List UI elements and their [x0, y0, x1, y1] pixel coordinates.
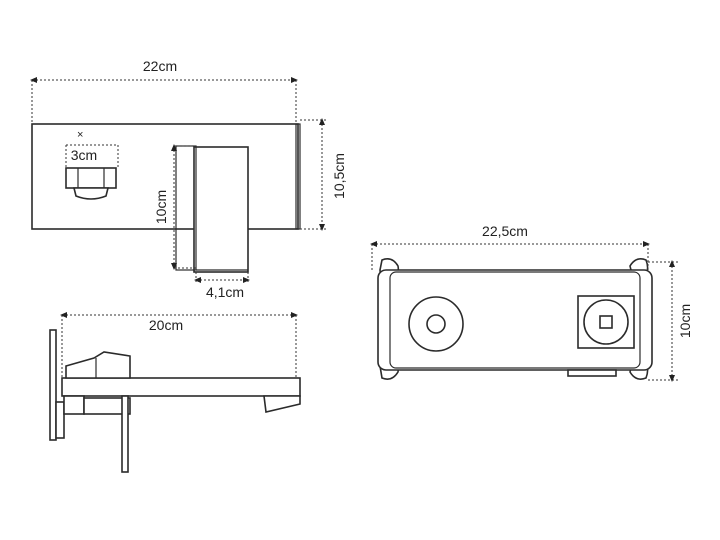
box-view [377, 258, 653, 380]
x-mark-icon: × [77, 129, 83, 141]
front-width-label: 22cm [143, 58, 177, 74]
dim-front-width: 22cm [30, 58, 298, 124]
dim-opening: × 3cm [65, 129, 119, 168]
arrow-down [319, 224, 325, 231]
spout-front [175, 145, 249, 273]
dim-spout-height: 10cm [153, 144, 196, 270]
dim-box-height: 10cm [648, 260, 693, 382]
spout-tip [263, 395, 301, 413]
dim-box-width: 22,5cm [370, 223, 650, 270]
handle-base [72, 187, 110, 200]
spout-height-label: 10cm [153, 190, 169, 224]
front-view [31, 123, 301, 273]
dim-front-height: 10,5cm [300, 118, 347, 231]
box-height-label: 10cm [677, 304, 693, 338]
arrow-right [291, 77, 298, 83]
side-lever [121, 395, 129, 473]
box-tab [567, 369, 617, 377]
spout-body [193, 146, 249, 273]
opening-width-label: 3cm [71, 147, 97, 163]
spout-depth-label: 4,1cm [206, 284, 244, 300]
box-inner [389, 271, 641, 369]
handle-front [65, 167, 117, 200]
arrow-up [319, 118, 325, 125]
wall-plate [49, 329, 57, 441]
side-length-label: 20cm [149, 317, 183, 333]
front-plate-edge [295, 123, 301, 230]
side-spout [61, 377, 301, 397]
dim-spout-depth: 4,1cm [194, 272, 250, 300]
outlet-center [599, 315, 613, 329]
side-view [49, 329, 301, 473]
side-body [83, 397, 131, 415]
side-handle [65, 351, 131, 379]
arrow-left [30, 77, 37, 83]
handle-body [65, 167, 117, 189]
cartridge-center [426, 314, 446, 334]
front-height-label: 10,5cm [331, 153, 347, 199]
box-width-label: 22,5cm [482, 223, 528, 239]
dim-side-length: 20cm [60, 312, 298, 378]
wall-flange [55, 401, 65, 439]
side-cartridge [63, 395, 85, 415]
